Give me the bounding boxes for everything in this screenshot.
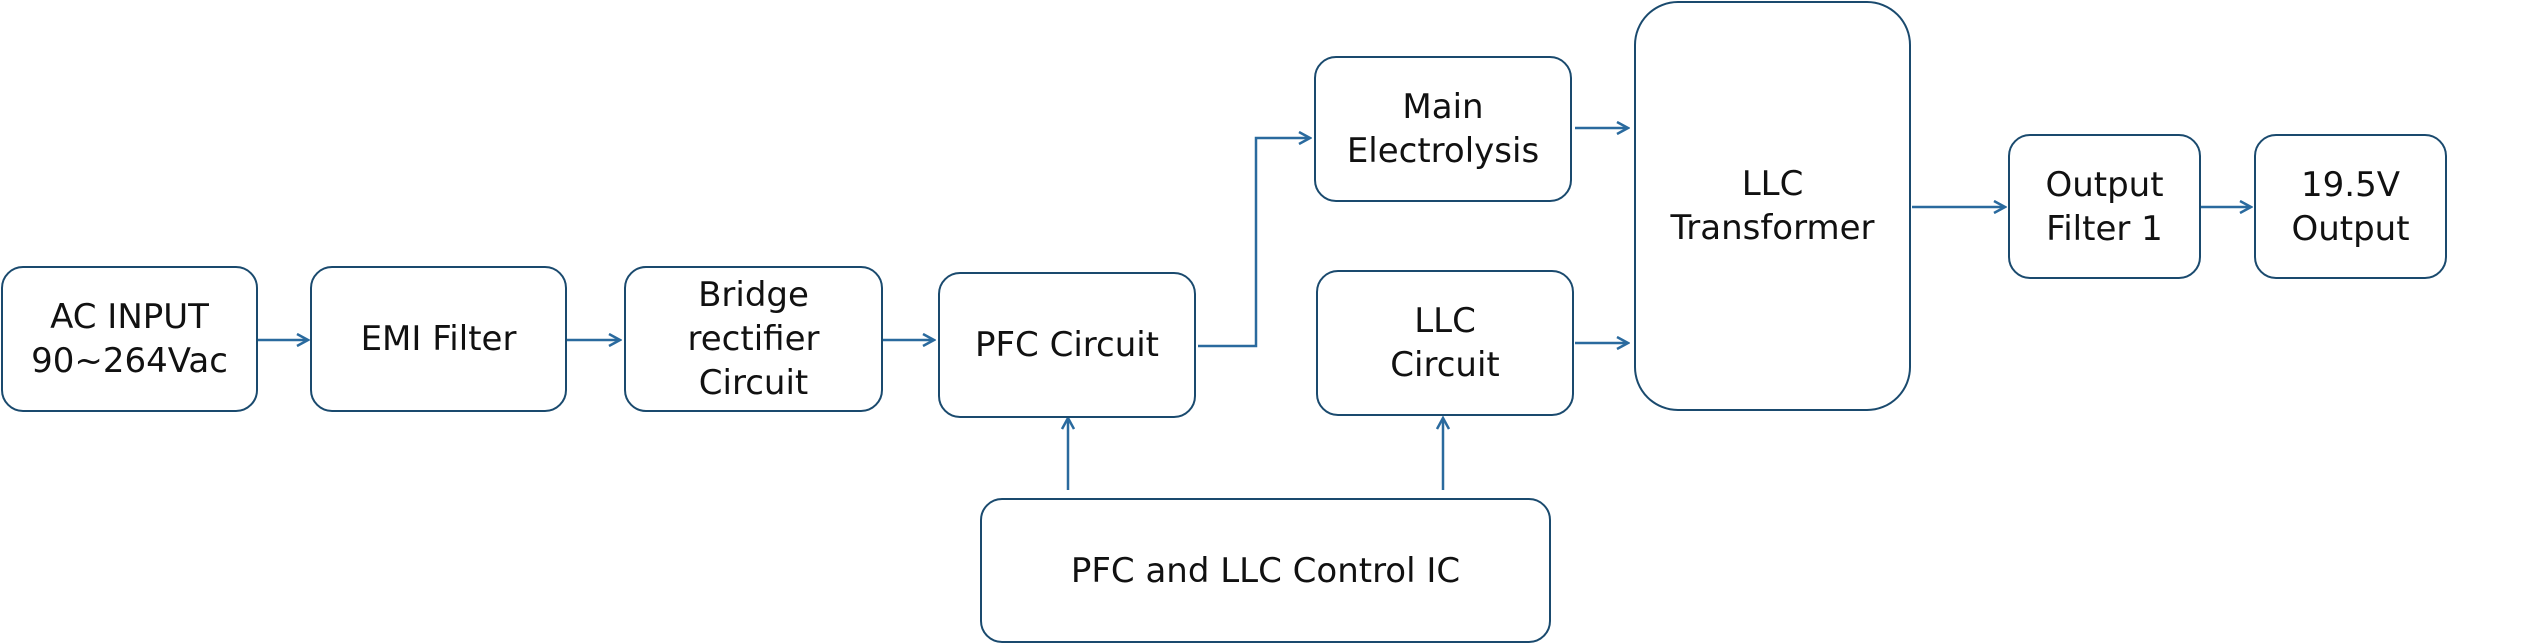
control-ic-label: PFC and LLC Control IC	[1070, 550, 1461, 591]
output-block: 19.5V Output	[2254, 134, 2447, 279]
pfc-circuit-block: PFC Circuit	[938, 272, 1196, 418]
llc-circuit-block: LLC Circuit	[1316, 270, 1574, 416]
output-label: 19.5V Output	[2291, 164, 2410, 249]
ac-input-block: AC INPUT 90~264Vac	[1, 266, 258, 412]
ac-input-label: AC INPUT 90~264Vac	[31, 297, 228, 381]
output-filter-label: Output Filter 1	[2045, 164, 2164, 249]
llc-transformer-block: LLC Transformer	[1634, 1, 1911, 411]
pfc-circuit-label: PFC Circuit	[974, 325, 1160, 365]
output-filter-block: Output Filter 1	[2008, 134, 2201, 279]
llc-circuit-label: LLC Circuit	[1390, 301, 1500, 385]
emi-filter-label: EMI Filter	[360, 319, 517, 359]
main-electrolysis-label: Main Electrolysis	[1346, 87, 1540, 171]
bridge-rectifier-block: Bridge rectifier Circuit	[624, 266, 883, 412]
arrow-pfc-to-main-electrolysis	[1198, 138, 1310, 348]
bridge-rectifier-label: Bridge rectifier Circuit	[687, 275, 820, 403]
control-ic-block: PFC and LLC Control IC	[980, 498, 1551, 643]
main-electrolysis-block: Main Electrolysis	[1314, 56, 1572, 202]
llc-transformer-label: LLC Transformer	[1670, 164, 1875, 248]
emi-filter-block: EMI Filter	[310, 266, 567, 412]
